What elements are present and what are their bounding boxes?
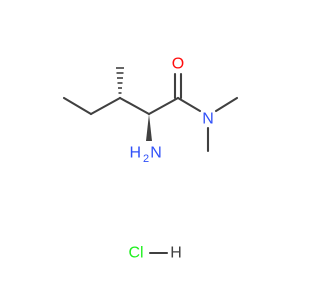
chlorine-label: Cl — [128, 245, 143, 262]
amide-nitrogen-label: N — [202, 111, 214, 128]
bond-calpha-cco — [147, 96, 180, 116]
amine-hydrogen-count: 2 — [143, 153, 149, 165]
bond-ch-calpha — [118, 96, 151, 116]
amine-hydrogen-label: H — [129, 145, 141, 162]
bond-ch3-ch2 — [62, 96, 93, 116]
oxygen-label: O — [172, 56, 184, 73]
hashed-wedge-methyl — [116, 67, 124, 99]
bond-cco-n — [176, 96, 202, 113]
amine-nitrogen-label: N — [150, 145, 162, 162]
bond-ch2-ch — [89, 96, 122, 116]
bond-n-methyl-1 — [214, 96, 239, 113]
structure-canvas: O N H 2 N Cl H — [62, 56, 239, 262]
salt-hydrogen-label: H — [170, 245, 182, 262]
wedge-bond-amine — [146, 114, 152, 141]
